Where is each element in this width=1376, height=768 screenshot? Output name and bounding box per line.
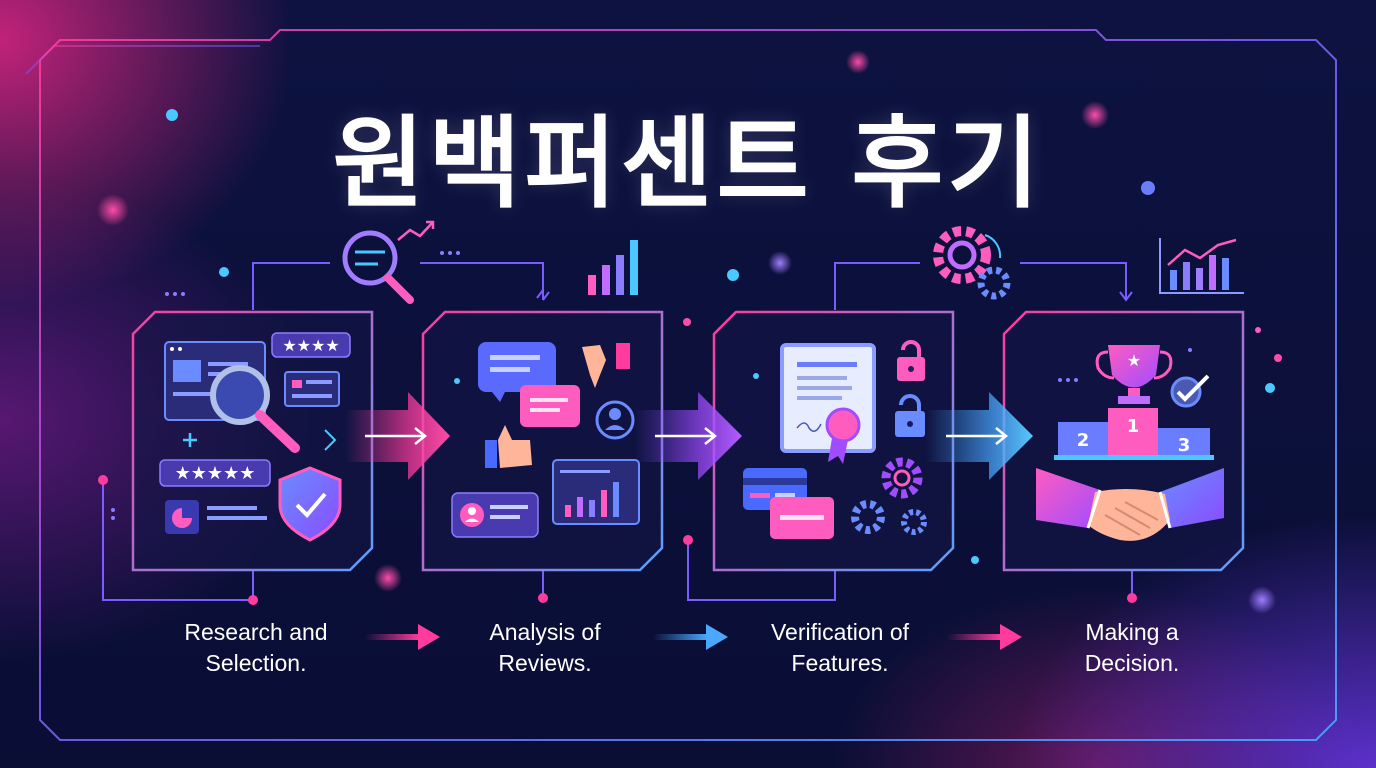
step-label-analysis: Analysis of Reviews.	[435, 617, 655, 679]
step-label-decision: Making a Decision.	[1022, 617, 1242, 679]
top-connectors	[102, 262, 1133, 601]
magnifier-icon	[210, 365, 270, 425]
dot-accents	[111, 251, 1261, 520]
svg-text:★★★★★: ★★★★★	[175, 463, 256, 484]
gear-icon	[881, 457, 923, 499]
podium-icon	[1054, 408, 1214, 460]
step-label-line2: Reviews.	[498, 650, 592, 676]
stars-icon	[159, 459, 271, 487]
trend-chart-icon	[1159, 238, 1244, 294]
connector-dots	[98, 475, 1137, 605]
step-label-verification: Verification of Features.	[730, 617, 950, 679]
magnifier-icon	[342, 230, 414, 304]
shield-check-icon	[278, 466, 342, 542]
box2-icons	[451, 342, 640, 538]
svg-text:★★★★: ★★★★	[282, 336, 339, 355]
step-label-line2: Decision.	[1084, 650, 1180, 676]
podium-third: 3	[1178, 435, 1191, 456]
podium-first: 1	[1127, 416, 1140, 437]
stars-icon	[271, 332, 351, 358]
svg-text:★: ★	[1127, 351, 1141, 370]
outer-frame	[25, 29, 1351, 741]
thumbs-down-icon	[582, 345, 606, 388]
handshake-icon	[1036, 468, 1224, 541]
gear-icon	[851, 500, 885, 534]
page-title: 원백퍼센트 후기	[332, 105, 1044, 222]
box4-icons: ★ 1 2 3	[1036, 345, 1224, 541]
podium-second: 2	[1077, 430, 1090, 451]
box1-icons: ★★★★ ★★★★★	[159, 332, 351, 542]
flow-arrow-3	[926, 392, 1033, 480]
step-label-line1: Making a	[1085, 619, 1179, 645]
step-label-research: Research and Selection.	[146, 617, 366, 679]
bar-chart-icon	[588, 240, 638, 295]
lock-icon	[899, 394, 921, 412]
lock-icon	[901, 340, 921, 358]
step-label-line1: Research and	[184, 619, 328, 645]
decor-dots	[97, 50, 1282, 614]
label-arrow-2	[653, 624, 728, 650]
step-label-line2: Features.	[791, 650, 889, 676]
step-label-line1: Verification of	[770, 619, 910, 645]
label-arrow-3	[947, 624, 1022, 650]
trophy-icon	[1108, 345, 1160, 388]
thumbs-up-icon	[498, 425, 532, 468]
gear-icon	[901, 509, 927, 535]
box3-icons	[743, 340, 927, 539]
flow-arrow-2	[635, 392, 742, 480]
label-arrow-1	[365, 624, 440, 650]
gear-icon	[933, 226, 1011, 300]
user-icon	[595, 400, 635, 440]
step-label-line2: Selection.	[205, 650, 307, 676]
chat-bubble-icon	[520, 385, 580, 427]
flow-arrow-1	[345, 392, 450, 480]
check-icon	[1170, 376, 1202, 408]
step-label-line1: Analysis of	[489, 619, 601, 645]
trend-arrow-icon	[397, 220, 435, 241]
